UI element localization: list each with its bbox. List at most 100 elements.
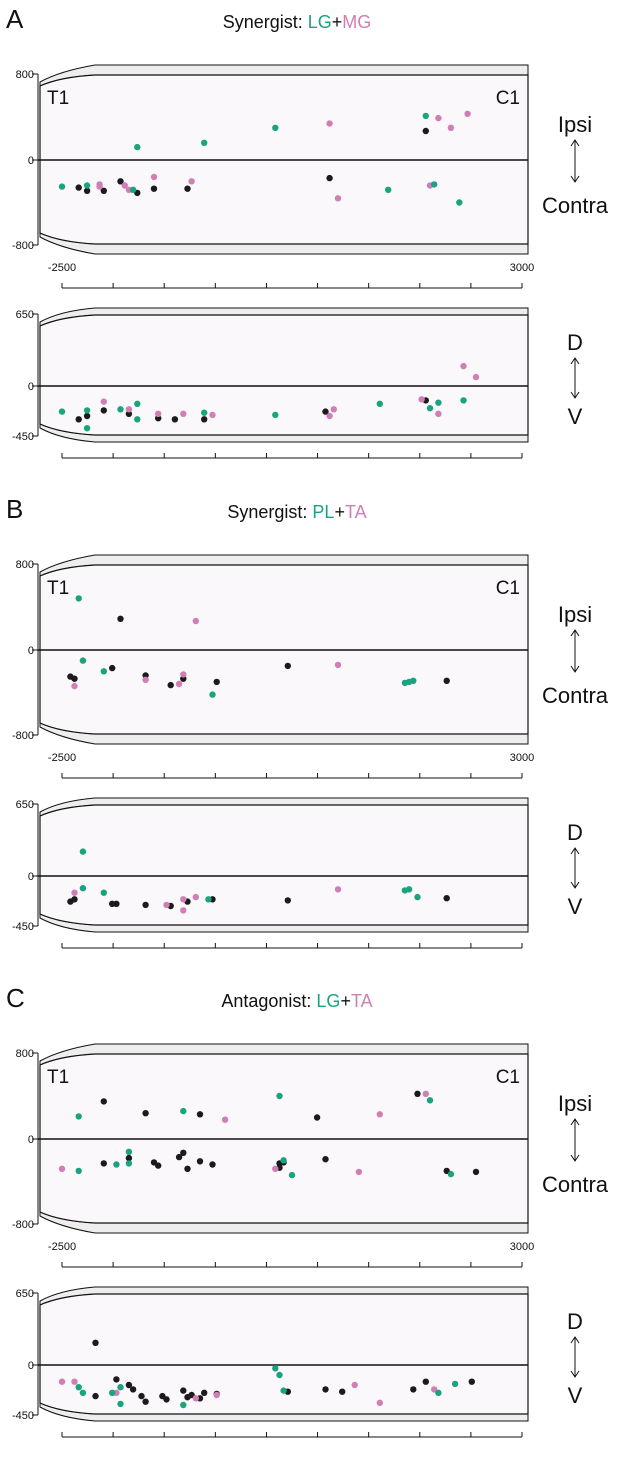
data-point-pink — [188, 178, 195, 185]
orientation-label-up: D — [567, 820, 583, 845]
data-point-green — [83, 425, 91, 432]
y-tick-label: -450 — [12, 921, 34, 933]
data-point-green — [79, 1389, 87, 1396]
data-point-black — [443, 895, 450, 902]
arrow-down-icon — [570, 665, 580, 673]
data-point-pink — [435, 114, 442, 122]
arrow-up-icon — [570, 1336, 580, 1344]
y-tick-label: -800 — [12, 1219, 34, 1231]
data-point-black — [129, 1386, 137, 1393]
y-tick-label: 0 — [28, 1360, 34, 1372]
data-point-green — [117, 406, 124, 413]
data-point-pink — [155, 410, 162, 417]
x-tick-label: 3000 — [510, 1241, 534, 1253]
arrow-down-icon — [570, 175, 580, 183]
label-c1: C1 — [496, 88, 520, 109]
data-point-pink — [125, 406, 133, 413]
x-axis-bottom — [61, 943, 523, 949]
data-point-green — [201, 409, 208, 416]
data-point-black — [414, 1090, 421, 1097]
data-point-black — [472, 1168, 480, 1176]
data-point-black — [184, 185, 191, 192]
data-point-green — [58, 183, 66, 190]
data-point-pink — [464, 110, 471, 118]
y-tick-label: 0 — [28, 871, 34, 883]
orientation-label-down: V — [568, 1383, 583, 1408]
data-point-black — [339, 1388, 346, 1395]
data-point-green — [79, 885, 87, 892]
orientation-label-up: D — [567, 1309, 583, 1334]
data-point-black — [125, 410, 133, 417]
y-tick-label: 800 — [16, 559, 34, 571]
title-series-a: PL — [312, 502, 334, 522]
data-point-green — [460, 397, 467, 404]
arrow-down-icon — [570, 1154, 580, 1162]
data-point-green — [180, 1401, 187, 1409]
y-tick-label: 0 — [28, 1134, 34, 1146]
data-point-black — [125, 1154, 133, 1162]
data-point-pink — [334, 661, 342, 669]
data-point-pink — [351, 1381, 358, 1389]
data-point-green — [385, 186, 392, 193]
label-t1: T1 — [47, 88, 69, 109]
data-point-black — [125, 1381, 133, 1389]
arrow-up-icon — [570, 629, 580, 637]
data-point-black — [150, 1159, 158, 1166]
data-point-black — [196, 1158, 204, 1165]
data-point-green — [435, 399, 442, 406]
data-point-pink — [272, 1165, 279, 1172]
data-point-green — [83, 407, 91, 414]
data-point-pink — [460, 362, 467, 370]
arrow-up-icon — [570, 139, 580, 147]
data-point-pink — [376, 1111, 383, 1118]
data-point-black — [322, 408, 329, 415]
data-point-pink — [435, 410, 442, 417]
data-point-pink — [58, 1165, 66, 1172]
data-point-black — [180, 1149, 187, 1156]
data-point-green — [276, 1371, 283, 1379]
arrow-down-icon — [570, 1370, 580, 1378]
data-point-black — [117, 615, 124, 622]
data-point-pink — [180, 907, 187, 914]
data-point-pink — [180, 410, 187, 417]
data-point-black — [142, 901, 149, 909]
data-point-green — [426, 405, 434, 412]
data-point-black — [138, 1392, 145, 1400]
data-point-green — [405, 886, 413, 893]
data-point-green — [426, 1097, 434, 1104]
title-series-b: TA — [351, 991, 373, 1011]
data-point-green — [75, 595, 82, 602]
x-tick-label: 3000 — [510, 262, 534, 274]
data-point-green — [280, 1157, 287, 1164]
x-axis-bottom — [61, 1432, 523, 1438]
data-point-pink — [192, 1395, 199, 1402]
label-t1: T1 — [47, 1067, 69, 1088]
data-point-black — [83, 187, 91, 194]
y-tick-label: -800 — [12, 730, 34, 742]
data-point-pink — [121, 182, 128, 189]
data-point-black — [322, 1156, 329, 1163]
data-point-pink — [209, 411, 216, 419]
data-point-green — [125, 1160, 133, 1167]
data-point-black — [100, 407, 108, 414]
data-point-pink — [100, 398, 108, 405]
data-point-green — [451, 1380, 459, 1388]
data-point-green — [431, 181, 438, 188]
data-point-green — [58, 408, 66, 415]
data-point-green — [75, 1384, 82, 1391]
data-point-pink — [221, 1116, 229, 1123]
data-point-pink — [163, 901, 170, 909]
title-prefix: Synergist: — [223, 12, 308, 32]
dorsal-ventral-arrow: DV — [567, 820, 583, 919]
data-point-green — [79, 848, 87, 855]
data-point-pink — [58, 1378, 66, 1385]
data-point-black — [175, 1153, 183, 1161]
data-point-black — [92, 1392, 99, 1400]
data-point-black — [109, 664, 116, 672]
